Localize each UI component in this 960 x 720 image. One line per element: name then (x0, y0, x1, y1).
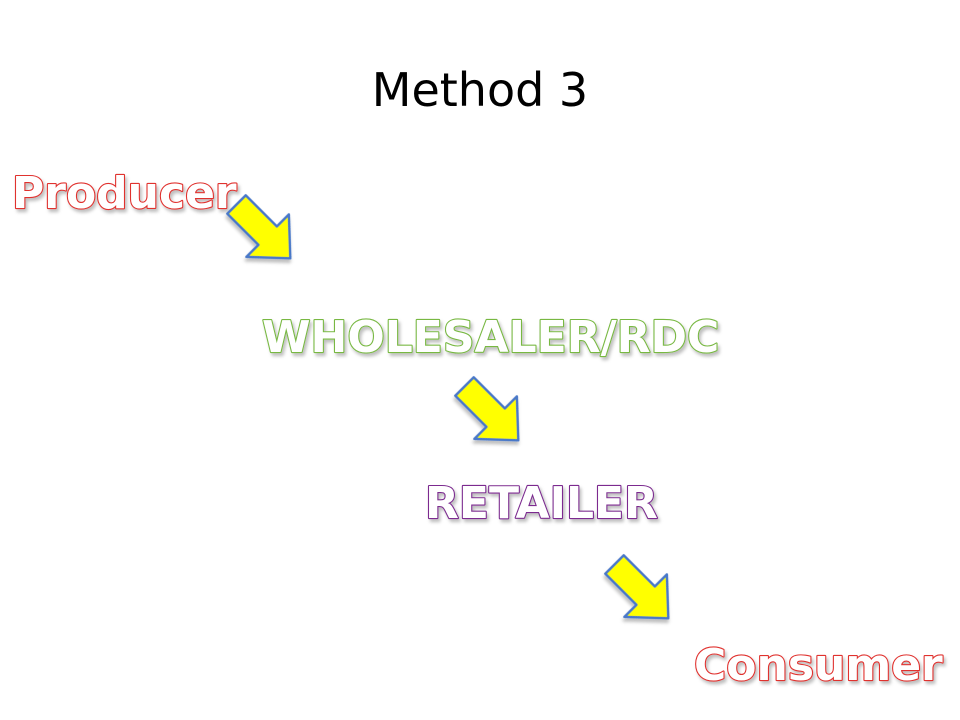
slide-title: Method 3 (371, 63, 589, 117)
stage-producer: Producer (12, 168, 237, 219)
flow-arrow-icon (604, 554, 670, 620)
stage-wholesaler: WHOLESALER/RDC (262, 312, 719, 363)
flow-arrow-icon (454, 376, 520, 442)
flow-arrow-icon (226, 194, 292, 260)
stage-retailer: RETAILER (425, 478, 658, 529)
stage-consumer: Consumer (694, 640, 943, 691)
